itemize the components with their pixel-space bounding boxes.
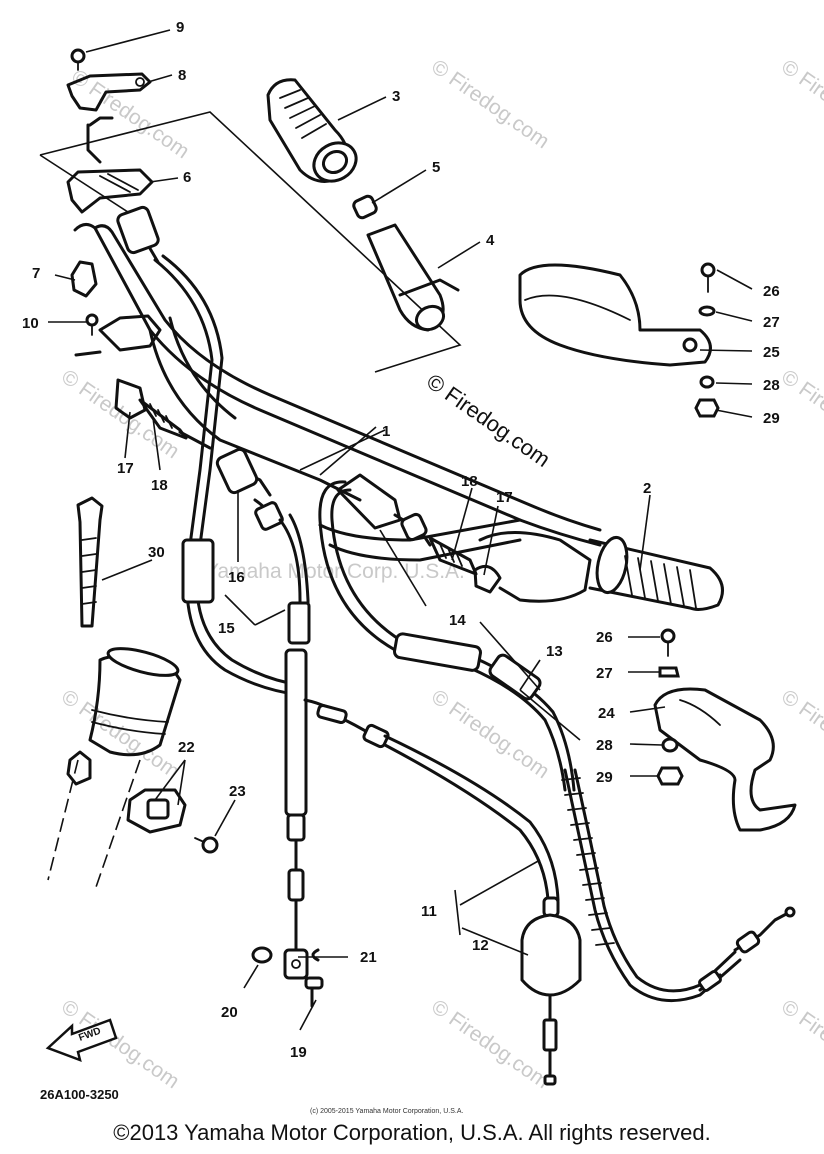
callout-30: 30: [148, 544, 165, 561]
cable-13-coil: [561, 768, 796, 1003]
callout-5: 5: [432, 159, 440, 176]
callout-25: 25: [763, 344, 780, 361]
callout-24: 24: [598, 705, 615, 722]
callout-16: 16: [228, 569, 245, 586]
callout-18a: 18: [151, 477, 168, 494]
callout-9: 9: [176, 19, 184, 36]
callout-26a: 26: [763, 283, 780, 300]
part-22-intake-pipe: [47, 647, 182, 891]
callout-29a: 29: [763, 410, 780, 427]
part-8-bracket: [66, 72, 152, 112]
callout-labels: 9 8 3 5 6 4 7 10 1 17 18 18 17 2 30 16 1…: [22, 19, 780, 1061]
callout-23: 23: [229, 783, 246, 800]
part-7-clamp: [70, 260, 98, 298]
callout-27b: 27: [596, 665, 613, 682]
copyright-footer: ©2013 Yamaha Motor Corporation, U.S.A. A…: [113, 1120, 711, 1145]
watermark-11: © Firedog.com: [67, 65, 193, 163]
callout-7: 7: [32, 265, 40, 282]
callout-19: 19: [290, 1044, 307, 1061]
callout-11: 11: [421, 903, 437, 920]
part-4-throttle-tube: [366, 223, 460, 332]
callout-13: 13: [546, 643, 563, 660]
part-6-holder: [66, 116, 154, 214]
watermark-mid: Yamaha Motor Corp. U.S.A.: [205, 560, 465, 583]
callout-17b: 17: [496, 489, 513, 506]
callout-8: 8: [178, 67, 186, 84]
small-copyright: (c) 2005-2015 Yamaha Motor Corporation, …: [310, 1108, 463, 1115]
part-20-nut: [251, 946, 273, 964]
leader-lines: [48, 29, 753, 1031]
part-23-bolt: [194, 836, 219, 854]
cable-16-adjuster: [215, 447, 311, 645]
callout-17a: 17: [117, 460, 134, 477]
callout-20: 20: [221, 1004, 238, 1021]
callout-3: 3: [392, 88, 400, 105]
watermark-main: © Firedog.com: [422, 369, 555, 472]
callout-29b: 29: [596, 769, 613, 786]
reference-code: 26A100-3250: [40, 1087, 119, 1102]
callout-22: 22: [178, 739, 195, 756]
part-26-29-upper-hardware: [694, 262, 720, 418]
callout-27a: 27: [763, 314, 780, 331]
part-19-bolt: [304, 976, 324, 1008]
part-5-collar: [352, 194, 378, 220]
cable-15-throttle: [116, 205, 302, 697]
part-26-29-lower-hardware: [656, 628, 684, 786]
watermark-7: © Firedog.com: [777, 685, 824, 783]
part-25-handguard: [518, 263, 712, 367]
part-3-grip: [266, 78, 358, 183]
callout-12: 12: [472, 937, 489, 954]
cable-11-12: [303, 698, 582, 1086]
callout-26b: 26: [596, 629, 613, 646]
callout-28a: 28: [763, 377, 780, 394]
watermark-9: © Firedog.com: [427, 995, 553, 1093]
watermark-1: © Firedog.com: [427, 55, 553, 153]
part-9-screw: [70, 48, 86, 71]
watermark-2: © Firedog.com: [777, 55, 824, 153]
watermark-layer: © Firedog.com © Firedog.com © Firedog.co…: [57, 55, 824, 1093]
part-22-clamp: [126, 788, 187, 834]
callout-10: 10: [22, 315, 39, 332]
callout-4: 4: [486, 232, 495, 249]
callout-2: 2: [643, 480, 651, 497]
part-24-handguard: [653, 687, 797, 832]
callout-15: 15: [218, 620, 235, 637]
part-10-bolt: [85, 313, 99, 336]
right-housing: [336, 473, 592, 603]
part-2-grip: [588, 535, 724, 611]
callout-1: 1: [382, 423, 390, 440]
callout-21: 21: [360, 949, 377, 966]
callout-14: 14: [449, 612, 466, 629]
fwd-arrow-icon: FWD: [45, 1018, 118, 1063]
callout-6: 6: [183, 169, 191, 186]
part-21-clip: [311, 948, 320, 962]
callout-18b: 18: [461, 473, 478, 490]
callout-28b: 28: [596, 737, 613, 754]
part-30-cable-tie: [76, 496, 104, 628]
watermark-4: © Firedog.com: [777, 365, 824, 463]
cable-lower-vertical: [283, 648, 309, 980]
cable-14: [318, 480, 576, 792]
watermark-10: © Firedog.com: [777, 995, 824, 1093]
